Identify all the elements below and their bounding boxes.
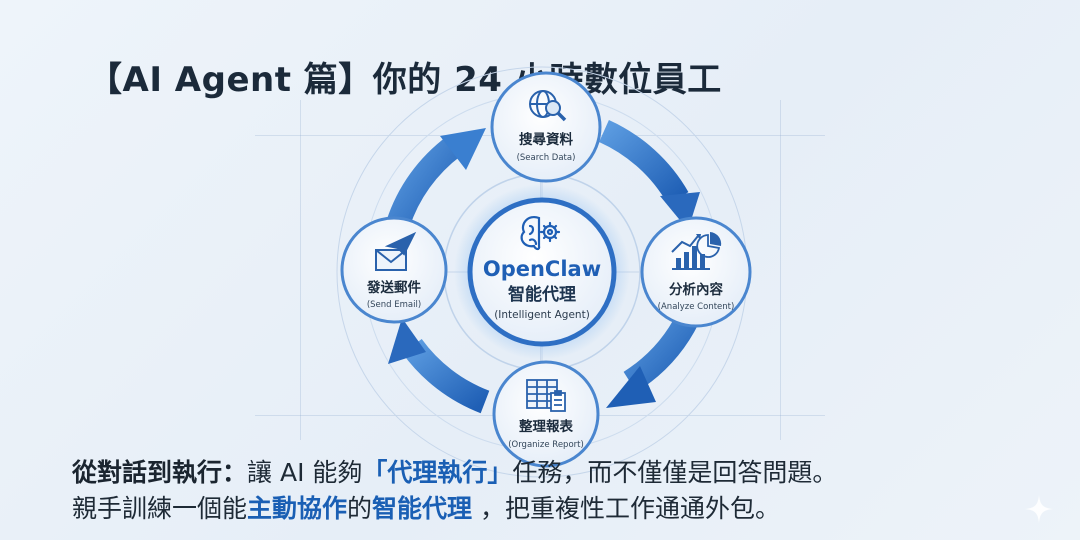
summary-text: ，把重複性工作通通外包。 bbox=[472, 494, 781, 523]
arrow-organize-to-email bbox=[402, 338, 490, 414]
summary-highlight: 主動協作 bbox=[247, 494, 348, 523]
node-label-en: (Send Email) bbox=[367, 300, 421, 310]
arrowhead bbox=[440, 128, 486, 170]
arrow-email-to-search bbox=[386, 136, 462, 228]
node-organize-report: 整理報表 (Organize Report) bbox=[492, 360, 600, 468]
center-circle bbox=[467, 197, 617, 347]
page-title: 【AI Agent 篇】你的 24 小時數位員工 bbox=[88, 60, 722, 100]
summary-text: 的 bbox=[347, 494, 373, 523]
summary-line-1: 從對話到執行：讓 AI 能夠「代理執行」任務，而不僅僅是回答問題。 bbox=[72, 453, 837, 489]
node-send-email: 發送郵件 (Send Email) bbox=[340, 216, 448, 324]
globe-magnifier-icon bbox=[529, 90, 567, 122]
arrow-search-to-analyze bbox=[598, 120, 689, 205]
summary-text: 讓 AI 能夠 bbox=[247, 458, 363, 487]
summary-text: 親手訓練一個能 bbox=[72, 494, 248, 523]
brain-gear-icon bbox=[520, 216, 561, 251]
grid-line bbox=[300, 100, 301, 440]
node-label-en: (Search Data) bbox=[517, 153, 576, 163]
sparkle-icon bbox=[1025, 495, 1053, 523]
arrowhead bbox=[388, 318, 426, 364]
node-label-zh: 分析內容 bbox=[669, 281, 723, 298]
summary-line-2: 親手訓練一個能主動協作的智能代理 ，把重複性工作通通外包。 bbox=[72, 489, 780, 525]
center-zh: 智能代理 bbox=[508, 284, 576, 305]
node-label-zh: 發送郵件 bbox=[366, 279, 421, 296]
arrowhead bbox=[606, 366, 656, 408]
node-label-zh: 整理報表 bbox=[519, 418, 573, 435]
summary-lead: 從對話到執行： bbox=[72, 458, 248, 487]
node-label-en: (Organize Report) bbox=[508, 440, 584, 450]
node-analyze-content: 分析內容 (Analyze Content) bbox=[640, 216, 752, 328]
node-label-zh: 搜尋資料 bbox=[519, 131, 573, 148]
node-label-en: (Analyze Content) bbox=[658, 302, 735, 312]
summary-text: 任務，而不僅僅是回答問題。 bbox=[512, 458, 838, 487]
envelope-paper-plane-icon bbox=[375, 231, 417, 271]
spreadsheet-clipboard-icon bbox=[526, 379, 566, 412]
grid-line bbox=[780, 100, 781, 440]
bar-chart-pie-icon bbox=[671, 232, 722, 270]
center-name: OpenClaw bbox=[483, 257, 601, 281]
summary-highlight: 「代理執行」 bbox=[362, 458, 513, 487]
summary-highlight: 智能代理 bbox=[372, 494, 473, 523]
center-en: (Intelligent Agent) bbox=[494, 309, 590, 321]
node-search-data: 搜尋資料 (Search Data) bbox=[490, 71, 602, 183]
